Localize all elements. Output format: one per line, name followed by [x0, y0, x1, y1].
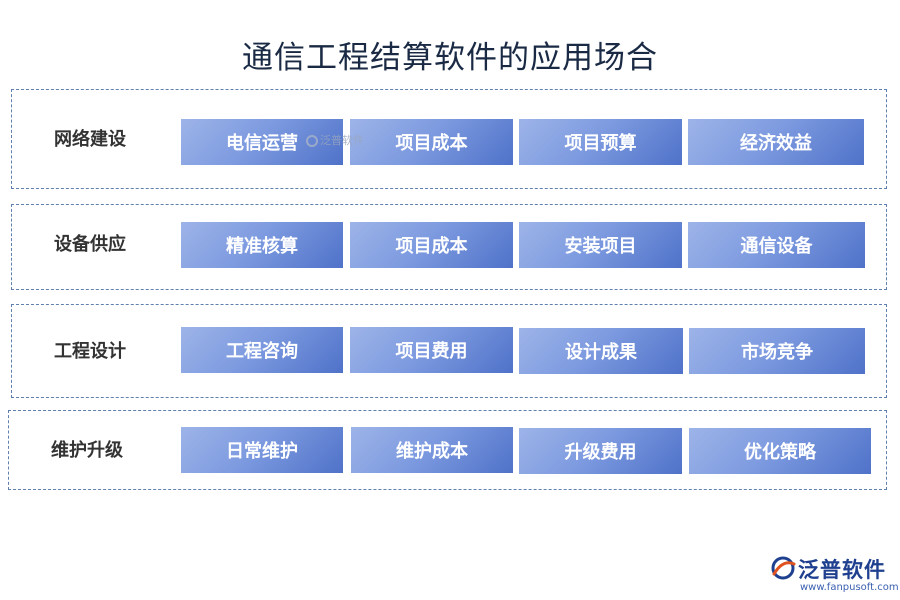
scenario-box: 项目成本: [350, 222, 513, 268]
scenario-box: 项目预算: [519, 119, 682, 165]
brand-swoosh-icon: [771, 556, 796, 580]
brand-logo: 泛普软件 www.fanpusoft.com: [770, 553, 899, 595]
row-label: 工程设计: [54, 341, 126, 362]
row-label: 维护升级: [51, 440, 123, 461]
scenario-box: 工程咨询: [181, 327, 343, 373]
watermark-logo-icon: [306, 135, 318, 147]
scenario-box: 项目成本: [350, 119, 513, 165]
watermark-text: 泛普软件: [320, 134, 364, 147]
row-network-construction: 网络建设: [11, 89, 887, 189]
scenario-box: 精准核算: [181, 222, 343, 268]
scenario-box: 通信设备: [688, 222, 865, 268]
scenario-box: 项目费用: [350, 327, 513, 373]
scenario-box: 维护成本: [351, 427, 513, 473]
brand-name: 泛普软件: [798, 558, 886, 582]
row-equipment-supply: 设备供应: [11, 204, 887, 290]
scenario-box: 经济效益: [688, 119, 864, 165]
scenario-box: 安装项目: [519, 222, 682, 268]
scenario-box: 日常维护: [181, 427, 343, 473]
row-label: 网络建设: [54, 129, 126, 150]
scenario-box: 升级费用: [519, 428, 682, 474]
row-label: 设备供应: [54, 234, 126, 255]
scenario-box: 设计成果: [519, 328, 683, 374]
scenario-box: 优化策略: [689, 428, 871, 474]
page-title: 通信工程结算软件的应用场合: [242, 40, 658, 76]
scenario-box: 市场竞争: [689, 328, 865, 374]
brand-url: www.fanpusoft.com: [800, 582, 899, 593]
row-maintenance-upgrade: 维护升级: [8, 410, 887, 490]
watermark: 泛普软件: [306, 132, 364, 148]
row-engineering-design: 工程设计: [11, 304, 887, 398]
